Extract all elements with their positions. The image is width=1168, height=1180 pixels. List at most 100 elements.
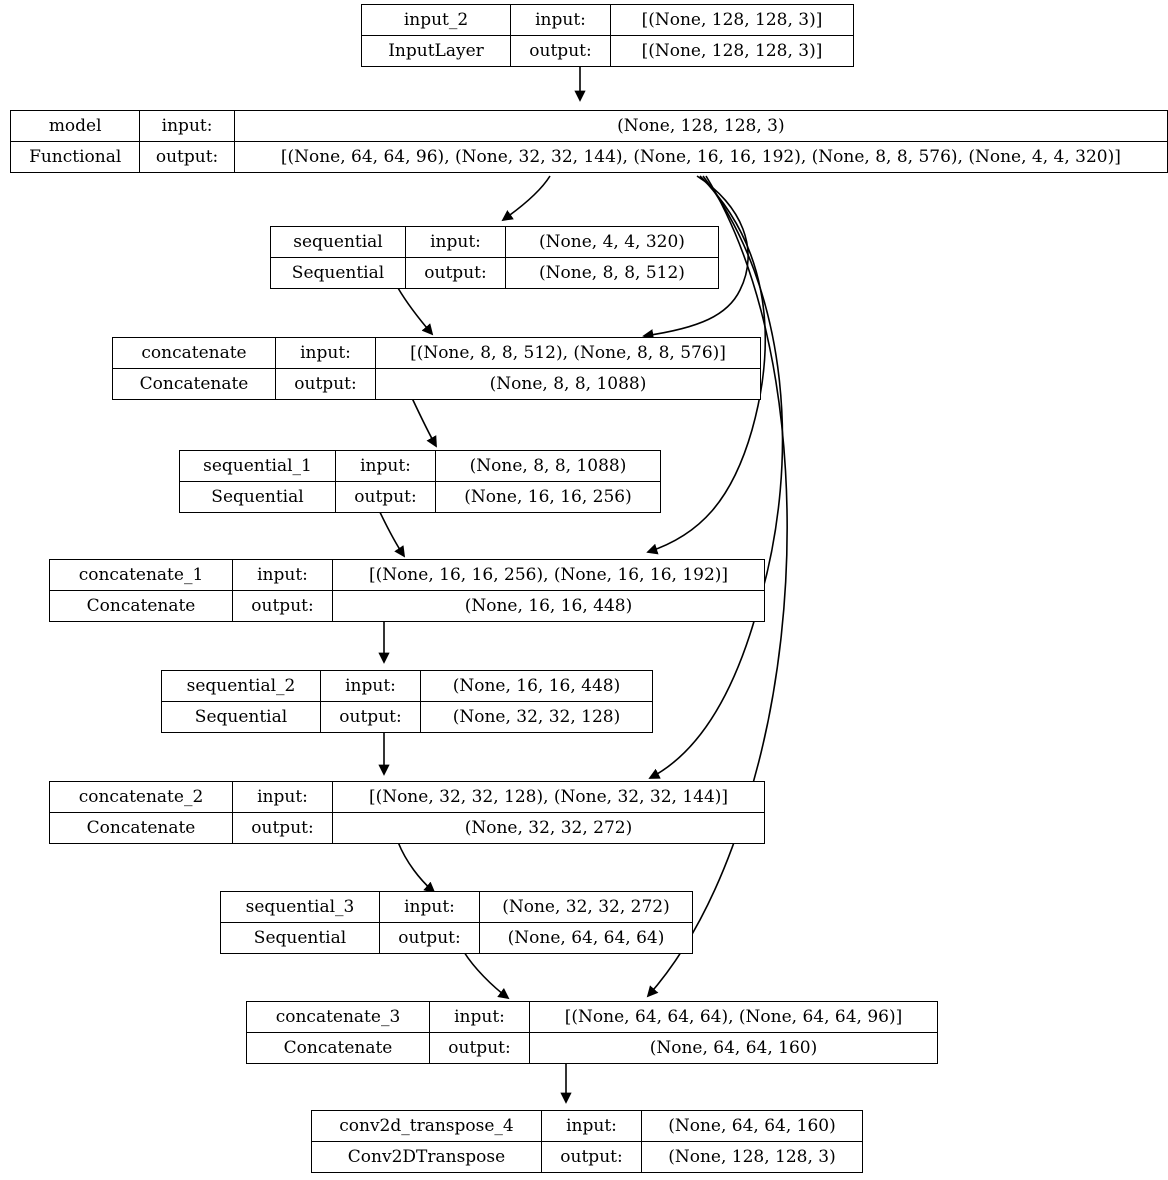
node-label-class: Sequential [270, 257, 406, 289]
node-row-output: Conv2DTranspose output: (None, 128, 128,… [311, 1141, 863, 1173]
node-value-input-shape: [(None, 8, 8, 512), (None, 8, 8, 576)] [375, 337, 761, 369]
node-label-name: sequential_2 [161, 670, 321, 702]
node-label-input-port: input: [379, 891, 480, 923]
node-row-output: InputLayer output: [(None, 128, 128, 3)] [361, 35, 854, 67]
node-input_2[interactable]: input_2 input: [(None, 128, 128, 3)] Inp… [361, 4, 854, 67]
node-value-output-shape: (None, 8, 8, 512) [505, 257, 719, 289]
node-label-class: Concatenate [49, 812, 233, 844]
node-label-class: Sequential [179, 481, 336, 513]
node-label-name: model [9, 110, 141, 142]
node-label-input-port: input: [232, 559, 333, 591]
node-row-input: sequential_3 input: (None, 32, 32, 272) [220, 891, 693, 923]
edge-concatenate-2-to-sequential-3 [397, 841, 436, 894]
edge-concatenate-to-sequential-1 [411, 397, 437, 448]
node-concatenate_1[interactable]: concatenate_1 input: [(None, 16, 16, 256… [49, 559, 765, 622]
node-label-class: Functional [9, 141, 141, 173]
node-value-input-shape: [(None, 32, 32, 128), (None, 32, 32, 144… [332, 781, 765, 813]
node-label-input-port: input: [275, 337, 376, 369]
node-label-input-port: input: [405, 226, 506, 258]
node-label-output-port: output: [510, 35, 611, 67]
node-label-class: Sequential [220, 922, 380, 954]
node-row-output: Sequential output: (None, 16, 16, 256) [179, 481, 661, 513]
node-value-input-shape: (None, 16, 16, 448) [420, 670, 653, 702]
node-value-input-shape: (None, 8, 8, 1088) [435, 450, 661, 482]
edge-sequential-to-concatenate [397, 287, 434, 336]
node-row-output: Concatenate output: (None, 8, 8, 1088) [112, 368, 761, 400]
node-value-output-shape: [(None, 128, 128, 3)] [610, 35, 854, 67]
node-value-output-shape: [(None, 64, 64, 96), (None, 32, 32, 144)… [233, 141, 1168, 173]
node-label-output-port: output: [429, 1032, 530, 1064]
node-row-input: concatenate_3 input: [(None, 64, 64, 64)… [246, 1001, 938, 1033]
node-label-input-port: input: [335, 450, 436, 482]
node-label-output-port: output: [379, 922, 480, 954]
node-label-input-port: input: [429, 1001, 530, 1033]
node-label-name: concatenate [112, 337, 276, 369]
node-concatenate_3[interactable]: concatenate_3 input: [(None, 64, 64, 64)… [246, 1001, 938, 1064]
node-row-output: Concatenate output: (None, 64, 64, 160) [246, 1032, 938, 1064]
node-value-output-shape: (None, 16, 16, 256) [435, 481, 661, 513]
node-label-name: sequential_1 [179, 450, 336, 482]
node-row-input: sequential input: (None, 4, 4, 320) [270, 226, 719, 258]
node-label-input-port: input: [541, 1110, 642, 1142]
node-row-input: concatenate_1 input: [(None, 16, 16, 256… [49, 559, 765, 591]
node-label-class: Concatenate [112, 368, 276, 400]
node-label-name: sequential_3 [220, 891, 380, 923]
node-label-output-port: output: [335, 481, 436, 513]
node-label-name: input_2 [361, 4, 511, 36]
node-label-name: concatenate_1 [49, 559, 233, 591]
node-row-output: Concatenate output: (None, 32, 32, 272) [49, 812, 765, 844]
node-concatenate_2[interactable]: concatenate_2 input: [(None, 32, 32, 128… [49, 781, 765, 844]
node-value-input-shape: [(None, 128, 128, 3)] [610, 4, 854, 36]
node-value-output-shape: (None, 64, 64, 64) [479, 922, 693, 954]
node-label-input-port: input: [232, 781, 333, 813]
node-value-input-shape: [(None, 64, 64, 64), (None, 64, 64, 96)] [529, 1001, 938, 1033]
node-label-output-port: output: [541, 1141, 642, 1173]
node-row-output: Sequential output: (None, 64, 64, 64) [220, 922, 693, 954]
node-row-input: concatenate input: [(None, 8, 8, 512), (… [112, 337, 761, 369]
node-sequential_1[interactable]: sequential_1 input: (None, 8, 8, 1088) S… [179, 450, 661, 513]
node-label-name: concatenate_3 [246, 1001, 430, 1033]
node-label-input-port: input: [320, 670, 421, 702]
node-label-input-port: input: [510, 4, 611, 36]
edge-sequential-1-to-concatenate-1 [377, 507, 406, 558]
node-value-input-shape: (None, 64, 64, 160) [641, 1110, 863, 1142]
node-row-input: model input: (None, 128, 128, 3) [9, 110, 1168, 142]
node-row-input: input_2 input: [(None, 128, 128, 3)] [361, 4, 854, 36]
node-value-output-shape: (None, 64, 64, 160) [529, 1032, 938, 1064]
node-label-output-port: output: [275, 368, 376, 400]
node-value-input-shape: (None, 128, 128, 3) [233, 110, 1168, 142]
edge-model-to-sequential [501, 175, 551, 222]
node-label-name: concatenate_2 [49, 781, 233, 813]
node-label-class: Concatenate [246, 1032, 430, 1064]
node-sequential[interactable]: sequential input: (None, 4, 4, 320) Sequ… [270, 226, 719, 289]
node-label-class: Conv2DTranspose [311, 1141, 542, 1173]
node-label-output-port: output: [320, 701, 421, 733]
node-row-output: Functional output: [(None, 64, 64, 96), … [9, 141, 1168, 173]
node-row-output: Concatenate output: (None, 16, 16, 448) [49, 590, 765, 622]
node-value-input-shape: (None, 32, 32, 272) [479, 891, 693, 923]
node-sequential_2[interactable]: sequential_2 input: (None, 16, 16, 448) … [161, 670, 653, 733]
node-value-input-shape: (None, 4, 4, 320) [505, 226, 719, 258]
node-model[interactable]: model input: (None, 128, 128, 3) Functio… [9, 110, 1168, 173]
node-label-name: sequential [270, 226, 406, 258]
node-label-class: Sequential [161, 701, 321, 733]
node-value-output-shape: (None, 128, 128, 3) [641, 1141, 863, 1173]
node-value-output-shape: (None, 32, 32, 128) [420, 701, 653, 733]
edge-sequential-3-to-concatenate-3 [463, 951, 510, 1000]
node-label-input-port: input: [139, 110, 235, 142]
node-label-output-port: output: [139, 141, 235, 173]
node-sequential_3[interactable]: sequential_3 input: (None, 32, 32, 272) … [220, 891, 693, 954]
node-label-class: Concatenate [49, 590, 233, 622]
node-label-name: conv2d_transpose_4 [311, 1110, 542, 1142]
node-concatenate[interactable]: concatenate input: [(None, 8, 8, 512), (… [112, 337, 761, 400]
node-label-output-port: output: [405, 257, 506, 289]
node-label-class: InputLayer [361, 35, 511, 67]
node-value-output-shape: (None, 8, 8, 1088) [375, 368, 761, 400]
node-conv2d_transpose_4[interactable]: conv2d_transpose_4 input: (None, 64, 64,… [311, 1110, 863, 1173]
node-row-output: Sequential output: (None, 32, 32, 128) [161, 701, 653, 733]
node-row-input: concatenate_2 input: [(None, 32, 32, 128… [49, 781, 765, 813]
node-row-input: sequential_1 input: (None, 8, 8, 1088) [179, 450, 661, 482]
node-value-input-shape: [(None, 16, 16, 256), (None, 16, 16, 192… [332, 559, 765, 591]
node-value-output-shape: (None, 16, 16, 448) [332, 590, 765, 622]
